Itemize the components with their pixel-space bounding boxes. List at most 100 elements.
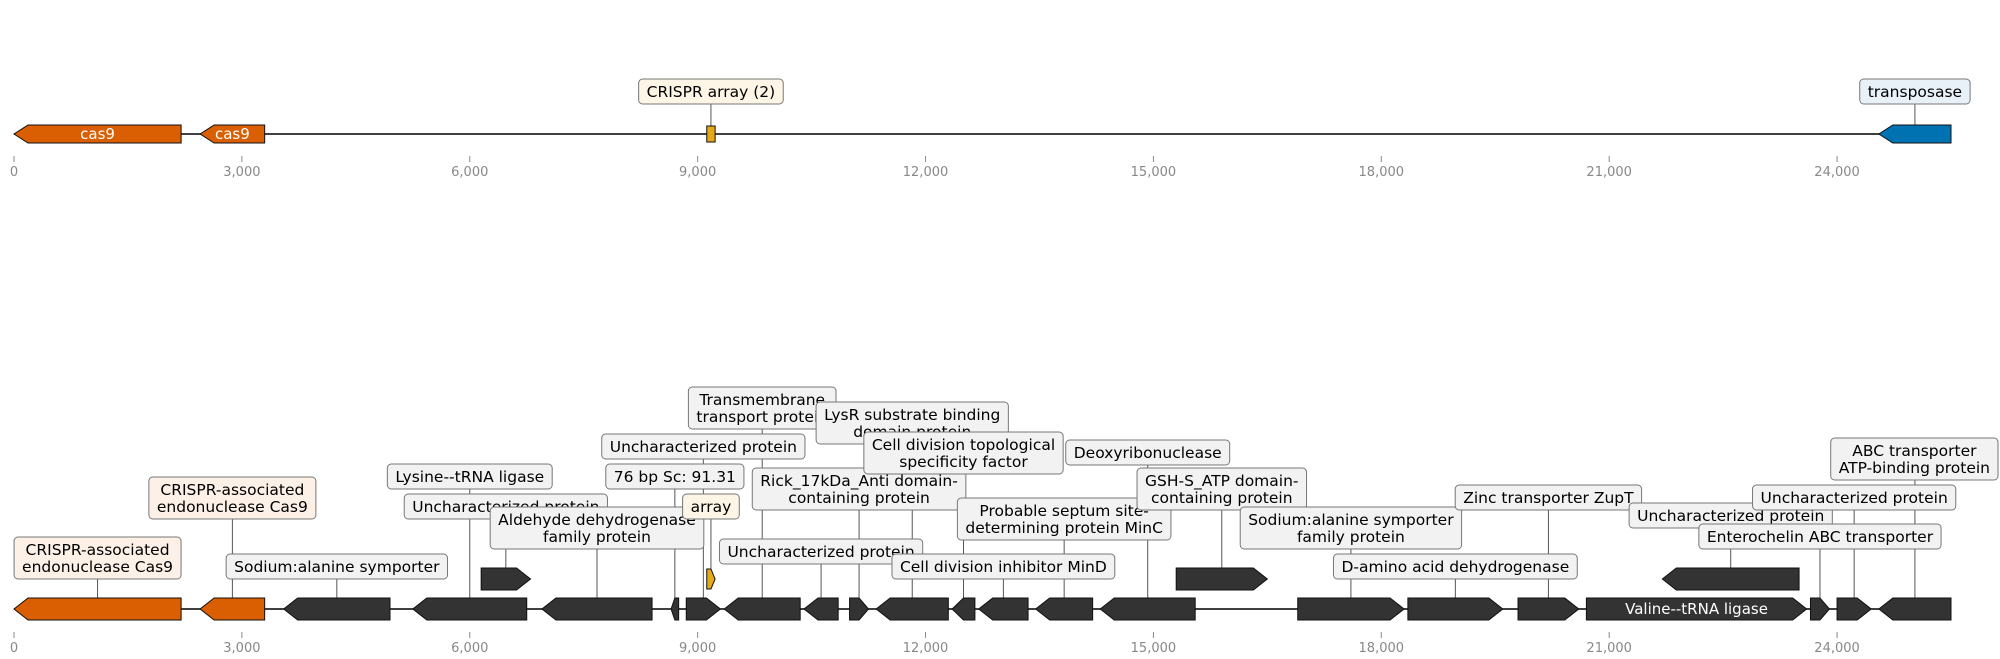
label-box: [718, 538, 924, 565]
label-text: D-amino acid dehydrogenase: [1341, 558, 1569, 576]
axis-tick-label: 12,000: [903, 641, 949, 656]
label-box: [601, 433, 806, 460]
label-box: [1859, 78, 1971, 105]
axis-tick-label: 21,000: [1586, 165, 1632, 180]
axis-tick-label: 3,000: [223, 641, 260, 656]
axis-tick-label: 12,000: [903, 165, 949, 180]
gene-inner-label: cas9: [80, 125, 115, 143]
gene-arrow: [951, 597, 976, 621]
gene-arrow: [875, 597, 949, 621]
label-text: Aldehyde dehydrogenase: [498, 511, 696, 529]
feature-label-cell-division-inhibitor-mind: Cell division inhibitor MinD: [891, 553, 1116, 580]
label-box: [1136, 467, 1308, 511]
gene-arrow: [1585, 597, 1808, 621]
feature-label-enterochelin-abc-transporter: Enterochelin ABC transporter: [1698, 523, 1942, 550]
label-text: Uncharacterized protein: [1761, 489, 1948, 507]
label-text: family protein: [543, 528, 651, 546]
label-text: CRISPR-associated: [26, 541, 170, 559]
label-text: transposase: [1868, 83, 1962, 101]
label-box: [386, 463, 553, 490]
label-box: [956, 497, 1172, 541]
feature-label-rick-17kda-anti-domain-containing-protein: Rick_17kDa_Anti domain-containing protei…: [751, 467, 967, 511]
label-text: containing protein: [1151, 489, 1293, 507]
label-text: Uncharacterized protein: [727, 543, 914, 561]
axis-tick-label: 24,000: [1814, 165, 1860, 180]
gene-arrow: [282, 597, 391, 621]
label-text: containing protein: [788, 489, 930, 507]
label-box: [638, 78, 784, 105]
axis-tick-label: 9,000: [679, 165, 716, 180]
gene-inner-label: Valine--tRNA ligase: [1625, 600, 1768, 618]
gene-arrow: [1407, 597, 1504, 621]
gene-arrow: [670, 597, 680, 621]
gene-arrow: [977, 597, 1029, 621]
label-box: [1332, 553, 1578, 580]
label-text: array: [691, 498, 732, 516]
label-box: [1065, 439, 1231, 466]
feature-label-d-amino-acid-dehydrogenase: D-amino acid dehydrogenase: [1332, 553, 1578, 580]
label-text: Enterochelin ABC transporter: [1707, 528, 1934, 546]
axis-tick-label: 6,000: [451, 641, 488, 656]
feature-label-probable-septum-site-determining-protein-minc: Probable septum site-determining protein…: [956, 497, 1172, 541]
label-text: ATP-binding protein: [1839, 459, 1990, 477]
gene-arrow: [1809, 597, 1831, 621]
label-text: GSH-S_ATP domain-: [1145, 472, 1298, 491]
label-box: [489, 506, 705, 550]
label-box: [225, 553, 449, 580]
label-text: Uncharacterized protein: [610, 438, 797, 456]
feature-label-array: array: [682, 493, 740, 520]
gene-arrow: [685, 597, 722, 621]
label-box: [1752, 484, 1957, 511]
crispr-array-feature: [706, 568, 716, 590]
gene-arrow: [1099, 597, 1196, 621]
label-text: endonuclease Cas9: [157, 498, 308, 516]
label-box: [13, 536, 182, 580]
gene-arrow: [1878, 597, 1952, 621]
crispr-array-feature: [706, 125, 716, 143]
label-box: [863, 431, 1064, 475]
label-text: 76 bp Sc: 91.31: [614, 468, 736, 486]
label-text: Sodium:alanine symporter: [1248, 511, 1454, 529]
feature-label-deoxyribonuclease: Deoxyribonuclease: [1065, 439, 1231, 466]
axis-tick-label: 18,000: [1359, 641, 1405, 656]
label-text: Cell division inhibitor MinD: [900, 558, 1107, 576]
feature-label-sodium-alanine-symporter: Sodium:alanine symporter: [225, 553, 449, 580]
feature-label-uncharacterized-protein: Uncharacterized protein: [1628, 502, 1833, 529]
feature-label-76-bp-sc-91-31: 76 bp Sc: 91.31: [605, 463, 745, 490]
axis-tick-label: 0: [10, 165, 18, 180]
axis-tick-label: 21,000: [1586, 641, 1632, 656]
gene-arrow: [199, 597, 266, 621]
label-text: Deoxyribonuclease: [1074, 444, 1222, 462]
label-text: CRISPR array (2): [647, 83, 776, 101]
gene-arrow: [1661, 567, 1800, 591]
label-text: Probable septum site-: [979, 502, 1149, 520]
axis-tick-label: 15,000: [1131, 641, 1177, 656]
label-box: [682, 493, 740, 520]
label-text: LysR substrate binding: [824, 406, 1000, 424]
feature-label-uncharacterized-protein: Uncharacterized protein: [601, 433, 806, 460]
label-text: Cell division topological: [872, 436, 1055, 454]
feature-label-uncharacterized-protein: Uncharacterized protein: [718, 538, 924, 565]
label-box: [1239, 506, 1463, 550]
gene-arrow: [1836, 597, 1873, 621]
axis-tick-label: 18,000: [1359, 165, 1405, 180]
axis-tick-label: 15,000: [1131, 165, 1177, 180]
gene-arrow: [1517, 597, 1580, 621]
label-box: [1830, 437, 1999, 481]
label-text: Sodium:alanine symporter: [234, 558, 440, 576]
gene-arrow: [199, 124, 266, 144]
gene-arrow: [803, 597, 839, 621]
gene-arrow: [1034, 597, 1094, 621]
feature-label-lysine-trna-ligase: Lysine--tRNA ligase: [386, 463, 553, 490]
axis-tick-label: 24,000: [1814, 641, 1860, 656]
label-box: [1698, 523, 1942, 550]
feature-label-gsh-s-atp-domain-containing-protein: GSH-S_ATP domain-containing protein: [1136, 467, 1308, 511]
